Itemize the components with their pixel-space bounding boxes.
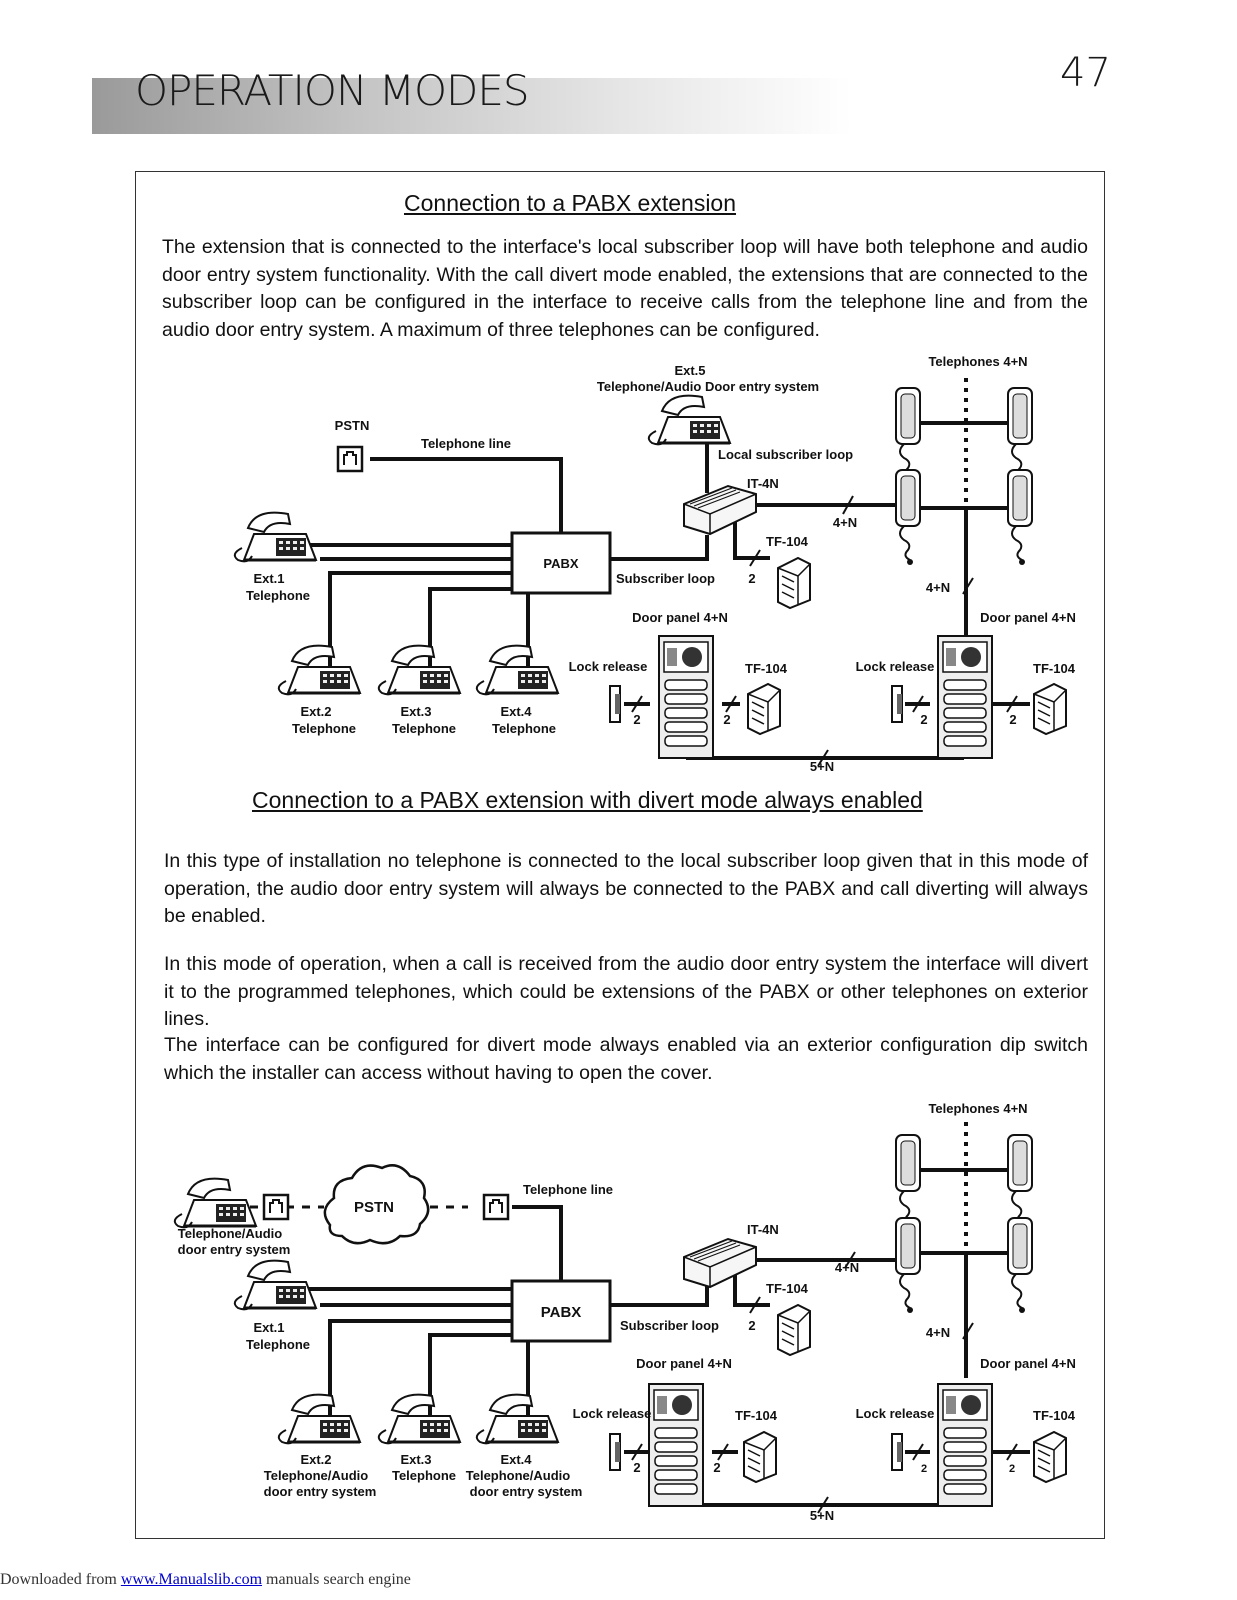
label-pstn: PSTN (335, 418, 370, 433)
footer-link[interactable]: www.Manualslib.com (120, 1571, 263, 1588)
label-ext2: Ext.2 (300, 1452, 331, 1467)
label-bus-5n: 5+N (810, 759, 834, 774)
label-telephone-line: Telephone line (523, 1182, 613, 1197)
label-2: 2 (1009, 1463, 1015, 1475)
footer-prefix: Downloaded from (0, 1571, 121, 1588)
label-2: 2 (723, 712, 730, 727)
section-title-divert-mode: Connection to a PABX extension with dive… (252, 787, 923, 813)
label-2: 2 (921, 1463, 927, 1475)
label-2: 2 (748, 571, 755, 586)
label-subscriber-loop: Subscriber loop (616, 571, 715, 586)
label-telephones: Telephones 4+N (928, 354, 1027, 369)
label-tel-audio-desc: door entry system (178, 1242, 291, 1257)
label-pstn-cloud: PSTN (354, 1199, 394, 1216)
label-tel-audio: Telephone/Audio (178, 1226, 283, 1241)
label-ext2-desc: Telephone/Audio (264, 1468, 369, 1483)
label-ext1-desc: Telephone (246, 588, 310, 603)
label-ext2-desc: Telephone (292, 721, 356, 736)
label-lock-release: Lock release (569, 659, 648, 674)
label-bus-5n: 5+N (810, 1508, 834, 1523)
label-2: 2 (1009, 712, 1016, 727)
label-ext1: Ext.1 (253, 571, 284, 586)
label-pabx: PABX (541, 1304, 582, 1321)
label-ext1: Ext.1 (253, 1320, 284, 1335)
label-2: 2 (748, 1318, 755, 1333)
label-ext2: Ext.2 (300, 704, 331, 719)
label-2: 2 (633, 712, 640, 727)
label-ext5-desc: Telephone/Audio Door entry system (597, 379, 819, 394)
label-door-panel: Door panel 4+N (980, 1356, 1076, 1371)
label-ext5: Ext.5 (674, 363, 705, 378)
label-tf104: TF-104 (1033, 661, 1076, 676)
label-telephones: Telephones 4+N (928, 1101, 1027, 1116)
label-tf104: TF-104 (1033, 1408, 1076, 1423)
label-2: 2 (633, 1460, 640, 1475)
label-ext4-desc: door entry system (470, 1484, 583, 1499)
label-pabx: PABX (543, 556, 578, 571)
label-ext2-desc: door entry system (264, 1484, 377, 1499)
label-subscriber-loop: Subscriber loop (620, 1318, 719, 1333)
header-band (92, 78, 852, 134)
paragraph-divert-3: The interface can be configured for dive… (164, 1034, 1088, 1084)
footer-suffix: manuals search engine (262, 1571, 411, 1588)
label-bus-4n-riser: 4+N (926, 580, 950, 595)
label-lock-release: Lock release (856, 659, 935, 674)
label-ext4: Ext.4 (500, 704, 532, 719)
label-lock-release: Lock release (573, 1406, 652, 1421)
label-bus-4n: 4+N (833, 515, 857, 530)
label-ext3-desc: Telephone (392, 1468, 456, 1483)
paragraph-divert-2: In this mode of operation, when a call i… (164, 953, 1088, 1030)
label-tf104-interface: TF-104 (766, 534, 809, 549)
label-door-panel: Door panel 4+N (636, 1356, 732, 1371)
label-lock-release: Lock release (856, 1406, 935, 1421)
label-it4n: IT-4N (747, 476, 779, 491)
label-telephone-line: Telephone line (421, 436, 511, 451)
section-title-pabx-extension: Connection to a PABX extension (404, 190, 737, 216)
page-number: 47 (1060, 50, 1111, 96)
paragraph-divert-1: In this type of installation no telephon… (164, 850, 1088, 927)
label-tf104: TF-104 (735, 1408, 778, 1423)
label-local-subscriber-loop: Local subscriber loop (718, 447, 853, 462)
label-door-panel: Door panel 4+N (632, 610, 728, 625)
footer: Downloaded from www.Manualslib.com manua… (0, 1571, 411, 1589)
label-ext1-desc: Telephone (246, 1337, 310, 1352)
content-box (135, 171, 1105, 1539)
page-title: OPERATION MODES (135, 66, 530, 115)
label-2: 2 (713, 1460, 720, 1475)
label-bus-4n-riser: 4+N (926, 1325, 950, 1340)
label-it4n: IT-4N (747, 1222, 779, 1237)
label-ext4: Ext.4 (500, 1452, 532, 1467)
label-2: 2 (920, 712, 927, 727)
label-ext4-desc: Telephone (492, 721, 556, 736)
paragraph-pabx-extension: The extension that is connected to the i… (162, 236, 1088, 341)
label-tf104-interface: TF-104 (766, 1281, 809, 1296)
label-tf104: TF-104 (745, 661, 788, 676)
label-ext3: Ext.3 (400, 1452, 431, 1467)
label-ext4-desc: Telephone/Audio (466, 1468, 571, 1483)
label-door-panel: Door panel 4+N (980, 610, 1076, 625)
label-ext3: Ext.3 (400, 704, 431, 719)
label-ext3-desc: Telephone (392, 721, 456, 736)
label-bus-4n: 4+N (835, 1260, 859, 1275)
